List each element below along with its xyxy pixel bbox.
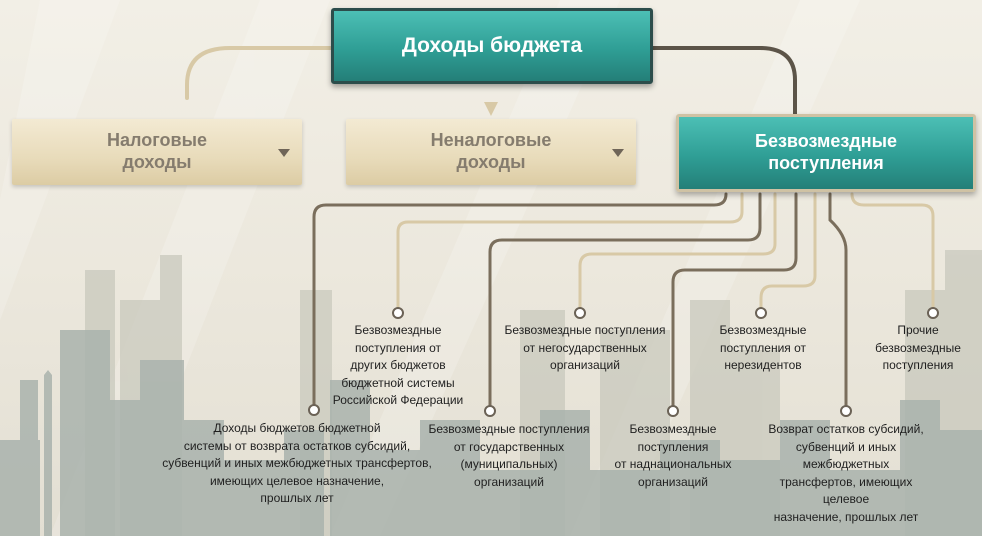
connector-leaf-5 (488, 192, 762, 408)
leaf-label-governmental: Безвозмездные поступления от государстве… (428, 422, 590, 489)
leaf-node-4 (308, 404, 320, 416)
connector-leaf-4 (312, 192, 728, 407)
connector-main-nontax-arrow (484, 102, 498, 116)
leaf-node-7 (840, 405, 852, 417)
leaf-node-1 (574, 307, 586, 319)
connector-leaf-0 (396, 192, 744, 310)
chevron-down-icon[interactable] (612, 149, 624, 157)
tax-revenue-box[interactable]: Налоговые доходы (12, 119, 302, 185)
gratuitous-receipts-label: Безвозмездные поступления (755, 131, 897, 173)
leaf-node-5 (484, 405, 496, 417)
connector-leaf-6 (671, 192, 798, 408)
chevron-down-icon[interactable] (278, 149, 290, 157)
leaf-label-nongovernmental: Безвозмездные поступления от негосударст… (504, 323, 666, 372)
leaf-node-6 (667, 405, 679, 417)
nontax-revenue-box[interactable]: Неналоговые доходы (346, 119, 636, 185)
connector-main-tax (185, 46, 333, 100)
connector-leaf-2 (759, 192, 817, 310)
leaf-label-return-residuals: Возврат остатков субсидий, субвенций и и… (768, 422, 924, 524)
connector-leaf-1 (578, 192, 777, 310)
leaf-label-supranational: Безвозмездные поступления от наднационал… (614, 422, 732, 489)
leaf-node-0 (392, 307, 404, 319)
leaf-node-2 (755, 307, 767, 319)
tax-revenue-label: Налоговые доходы (107, 130, 207, 172)
connector-leaf-7 (828, 192, 848, 408)
leaf-label-other-budgets: Безвозмездные поступления от других бюдж… (332, 323, 464, 407)
budget-revenue-box[interactable]: Доходы бюджета (331, 8, 653, 84)
connector-leaf-3 (850, 192, 935, 310)
leaf-label-other: Прочие безвозмездные поступления (875, 323, 961, 372)
nontax-revenue-label: Неналоговые доходы (430, 130, 552, 172)
leaf-node-3 (927, 307, 939, 319)
gratuitous-receipts-box[interactable]: Безвозмездные поступления (676, 114, 976, 192)
budget-revenue-title: Доходы бюджета (401, 34, 583, 58)
connector-main-gratuitous (651, 46, 797, 116)
leaf-label-return-budget-system: Доходы бюджетов бюджетной системы от воз… (162, 421, 432, 505)
leaf-label-nonresidents: Безвозмездные поступления от нерезиденто… (719, 323, 807, 372)
